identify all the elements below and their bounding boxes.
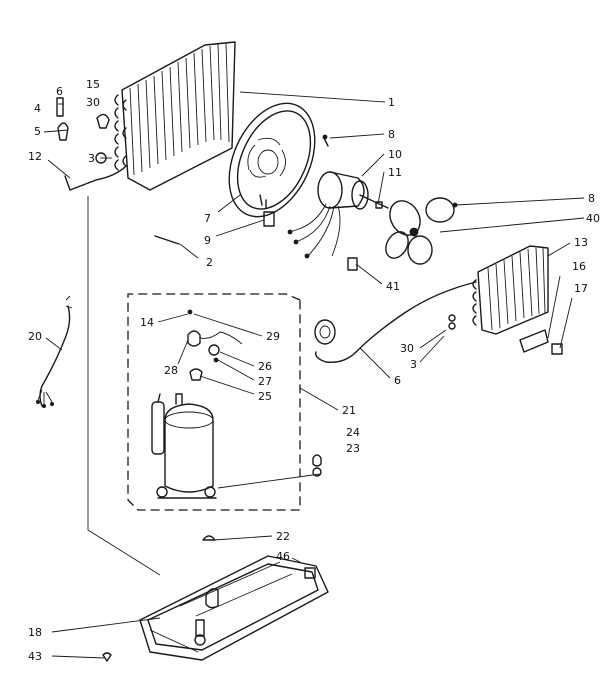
callout-17: 17 bbox=[574, 282, 588, 295]
callout-22: 22 bbox=[276, 530, 290, 543]
fan-motor bbox=[287, 171, 389, 259]
compressor-box bbox=[127, 293, 301, 511]
condenser-coil bbox=[114, 41, 236, 191]
callout-30-right: 30 bbox=[400, 342, 414, 355]
callout-18: 18 bbox=[28, 626, 42, 639]
callout-46: 46 bbox=[276, 550, 290, 563]
callout-13: 13 bbox=[574, 236, 588, 249]
base-pan bbox=[102, 555, 329, 662]
callout-11: 11 bbox=[388, 166, 402, 179]
callout-5: 5 bbox=[34, 125, 41, 138]
capillary-tube bbox=[314, 281, 477, 363]
leader-lines bbox=[43, 91, 585, 659]
callout-8-right: 8 bbox=[588, 192, 595, 205]
fan-blade bbox=[385, 197, 458, 265]
callout-8-upper: 8 bbox=[388, 128, 395, 141]
callout-16: 16 bbox=[572, 260, 586, 273]
callout-2: 2 bbox=[206, 256, 213, 269]
callout-3-top: 3 bbox=[88, 152, 95, 165]
compressor bbox=[151, 309, 243, 499]
callout-labels: 6 4 15 30 5 12 3 1 8 10 11 8 40 13 16 17… bbox=[28, 78, 600, 663]
evaporator-coil bbox=[472, 245, 549, 335]
callout-25: 25 bbox=[258, 390, 272, 403]
callout-26: 26 bbox=[258, 360, 272, 373]
callout-20: 20 bbox=[28, 330, 42, 343]
callout-12: 12 bbox=[28, 150, 42, 163]
callout-4: 4 bbox=[34, 102, 41, 115]
coil-clips bbox=[448, 314, 563, 355]
callout-27: 27 bbox=[258, 375, 272, 388]
callout-10: 10 bbox=[388, 148, 402, 161]
callout-24: 24 bbox=[346, 426, 360, 439]
fan-shroud bbox=[228, 102, 316, 227]
callout-21: 21 bbox=[342, 404, 356, 417]
callout-15: 15 bbox=[86, 78, 100, 91]
callout-30-top: 30 bbox=[86, 96, 100, 109]
callout-43: 43 bbox=[28, 650, 42, 663]
wire-harness bbox=[36, 295, 73, 408]
callout-7: 7 bbox=[204, 212, 211, 225]
callout-23: 23 bbox=[346, 442, 360, 455]
callout-28: 28 bbox=[164, 364, 178, 377]
callout-40: 40 bbox=[586, 212, 600, 225]
callout-1: 1 bbox=[388, 96, 395, 109]
motor-hardware bbox=[154, 134, 383, 271]
callout-41: 41 bbox=[386, 280, 400, 293]
mount-grommets bbox=[202, 454, 322, 541]
callout-14: 14 bbox=[140, 316, 154, 329]
callout-6-right: 6 bbox=[394, 374, 401, 387]
callout-9: 9 bbox=[204, 234, 211, 247]
callout-3-right: 3 bbox=[410, 358, 417, 371]
callout-6-top: 6 bbox=[56, 85, 63, 98]
callout-29: 29 bbox=[266, 330, 280, 343]
left-small-parts bbox=[56, 97, 127, 191]
